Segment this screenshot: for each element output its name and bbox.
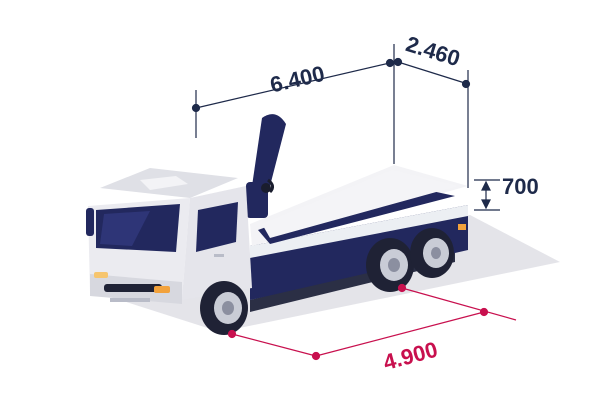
length-dimension-line <box>195 61 395 109</box>
front-wheel <box>200 281 248 335</box>
width-label: 2.460 <box>403 31 463 71</box>
wheelbase-label: 4.900 <box>381 337 441 375</box>
truck-cab <box>86 168 252 304</box>
width-dimension-line <box>397 61 469 85</box>
bed-height-label: 700 <box>502 174 539 199</box>
rear-wheel-1 <box>366 238 414 292</box>
wheelbase-dimension-line <box>315 311 485 357</box>
length-label: 6.400 <box>268 61 327 98</box>
wheelbase-dimension <box>227 283 517 361</box>
flatbed-truck-icon <box>86 114 468 335</box>
crane-arm <box>246 114 286 218</box>
dimension-lines <box>191 44 500 211</box>
rear-wheel-2 <box>410 228 454 278</box>
